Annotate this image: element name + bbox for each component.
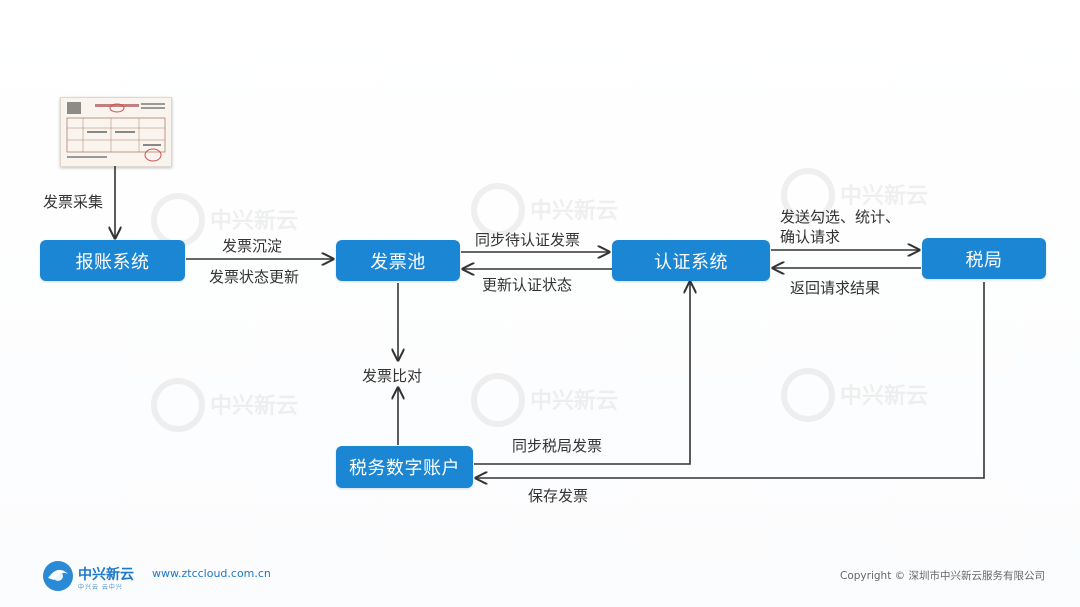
- arrow-sync-bureau: [474, 282, 690, 465]
- svg-text:中兴新云: 中兴新云: [530, 388, 618, 414]
- svg-text:中兴新云: 中兴新云: [840, 183, 928, 209]
- svg-text:中兴新云: 中兴新云: [210, 393, 298, 419]
- label-save-invoice: 保存发票: [528, 487, 589, 505]
- label-sync-pending-auth: 同步待认证发票: [475, 231, 581, 249]
- label-invoice-status-update: 发票状态更新: [209, 268, 300, 286]
- svg-text:中兴新云: 中兴新云: [210, 208, 298, 234]
- watermark-logo: 中兴新云: [151, 378, 298, 432]
- copyright-text: Copyright © 深圳市中兴新云服务有限公司: [840, 570, 1045, 582]
- brand-name: 中兴新云: [78, 567, 134, 583]
- watermark-logo: 中兴新云: [471, 373, 618, 427]
- website-link[interactable]: www.ztccloud.com.cn: [152, 567, 271, 580]
- node-reimbursement-system: 报账系统: [40, 240, 185, 281]
- brand-logo-icon: [43, 561, 73, 591]
- node-authentication-system: 认证系统: [612, 240, 770, 281]
- invoice-drawing: [66, 102, 166, 162]
- node-tax-bureau: 税局: [922, 238, 1046, 279]
- arrow-save-invoice: [476, 282, 985, 478]
- label-invoice-compare: 发票比对: [362, 367, 423, 385]
- node-invoice-pool: 发票池: [336, 240, 460, 281]
- label-return-result: 返回请求结果: [790, 279, 881, 297]
- svg-text:中兴新云: 中兴新云: [840, 383, 928, 409]
- brand-slogan: 中兴云 云中兴: [78, 584, 123, 591]
- label-invoice-collect: 发票采集: [43, 193, 104, 211]
- invoice-thumbnail: [60, 97, 172, 167]
- label-invoice-deposit: 发票沉淀: [222, 237, 283, 255]
- node-tax-digital-account: 税务数字账户: [336, 446, 473, 488]
- watermark-logo: 中兴新云: [471, 183, 618, 237]
- svg-text:中兴新云: 中兴新云: [530, 198, 618, 224]
- label-sync-bureau-invoice: 同步税局发票: [512, 437, 603, 455]
- label-update-auth-status: 更新认证状态: [482, 276, 573, 294]
- label-send-request: 发送勾选、统计、 确认请求: [780, 208, 901, 246]
- watermark-logo: 中兴新云: [781, 168, 928, 222]
- watermark-logo: 中兴新云: [781, 368, 928, 422]
